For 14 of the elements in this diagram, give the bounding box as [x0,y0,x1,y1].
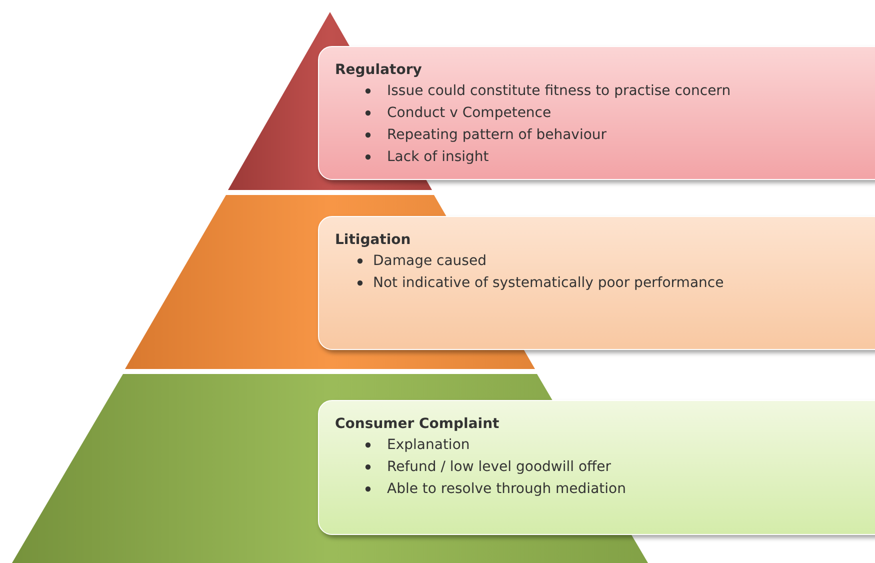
bullet-item: Not indicative of systematically poor performance [373,275,724,291]
tier-heading: Regulatory [335,62,422,78]
bullet-item: Lack of insight [387,149,489,165]
bullet-item: Issue could constitute fitness to practise concern [387,83,731,99]
tier-heading: Litigation [335,232,411,248]
bullet-item: Refund / low level goodwill offer [387,459,612,475]
bullet-item: Able to resolve through mediation [387,481,626,497]
bullet-item: Explanation [387,437,470,453]
bullet-item: Damage caused [373,253,486,269]
info-card [318,400,875,535]
bullet-item: Repeating pattern of behaviour [387,127,607,143]
bullet-item: Conduct v Competence [387,105,552,121]
tier-heading: Consumer Complaint [335,416,500,432]
info-card [318,216,875,350]
